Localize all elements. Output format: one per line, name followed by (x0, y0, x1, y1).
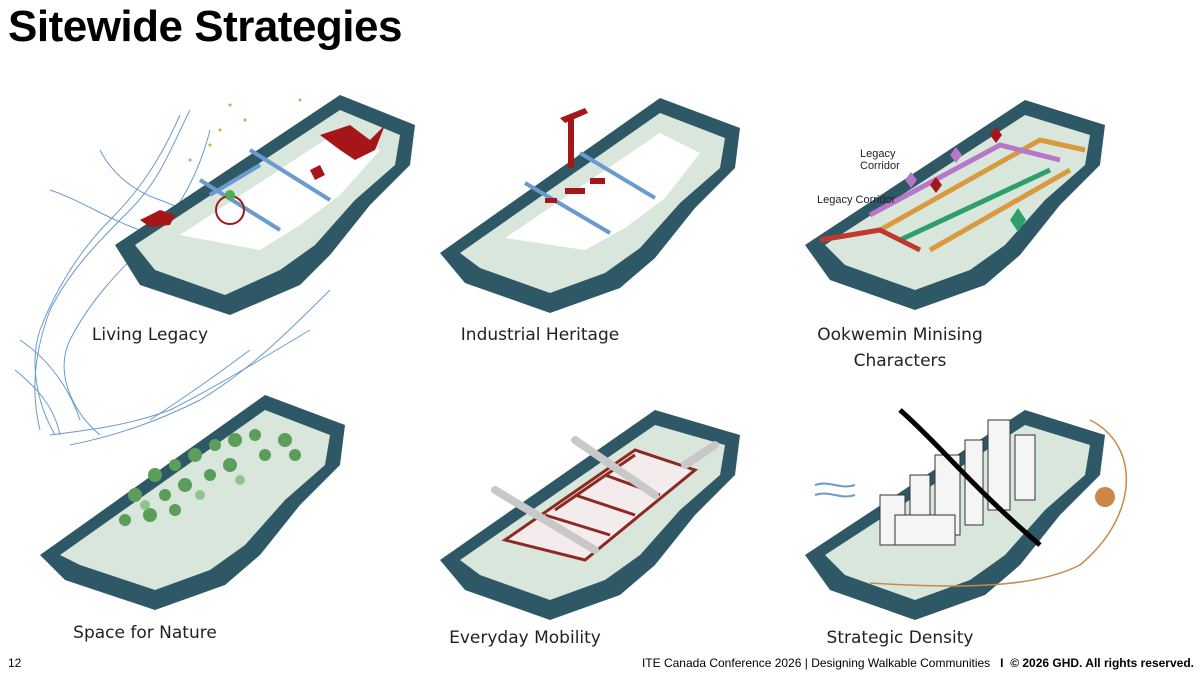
space-for-nature-diagram (40, 395, 345, 610)
everyday-mobility-diagram (440, 410, 740, 620)
strategy-label-everyday-mobility: Everyday Mobility (449, 628, 601, 648)
industrial-heritage-diagram (440, 98, 740, 313)
ookwemin-label-line2: Characters (853, 351, 947, 371)
strategy-label-living-legacy: Living Legacy (91, 325, 209, 345)
footer: ITE Canada Conference 2026 | Designing W… (642, 656, 1194, 670)
annotation-legacy: Legacy (860, 148, 896, 160)
annotation-corridor: Corridor (860, 160, 900, 172)
strategy-label-industrial-heritage: Industrial Heritage (460, 325, 620, 345)
page-number: 12 (8, 656, 22, 670)
site-footprint (180, 130, 380, 250)
site-footprint (505, 133, 700, 250)
strategy-label-strategic-density: Strategic Density (826, 628, 974, 648)
strategy-label-ookwemin-minising: Ookwemin Minising Characters (790, 322, 1010, 374)
ookwemin-label-line1: Ookwemin Minising (817, 325, 983, 345)
footer-copyright: © 2026 GHD. All rights reserved. (1010, 656, 1194, 670)
land-parcel (825, 115, 1090, 290)
slide-title: Sitewide Strategies (8, 2, 402, 51)
legacy-corridor-annotation-top: Legacy Corridor (860, 148, 900, 172)
strategy-label-space-for-nature: Space for Nature (73, 623, 217, 643)
ookwemin-minising-diagram (805, 100, 1105, 310)
legacy-corridor-annotation-left: Legacy Corridor (817, 194, 896, 206)
living-legacy-diagram (115, 90, 415, 315)
footer-separator: I (1000, 656, 1004, 670)
strategic-density-diagram (805, 408, 1128, 620)
river-lines-illustration (14, 109, 331, 446)
footer-conference: ITE Canada Conference 2026 | Designing W… (641, 656, 991, 670)
